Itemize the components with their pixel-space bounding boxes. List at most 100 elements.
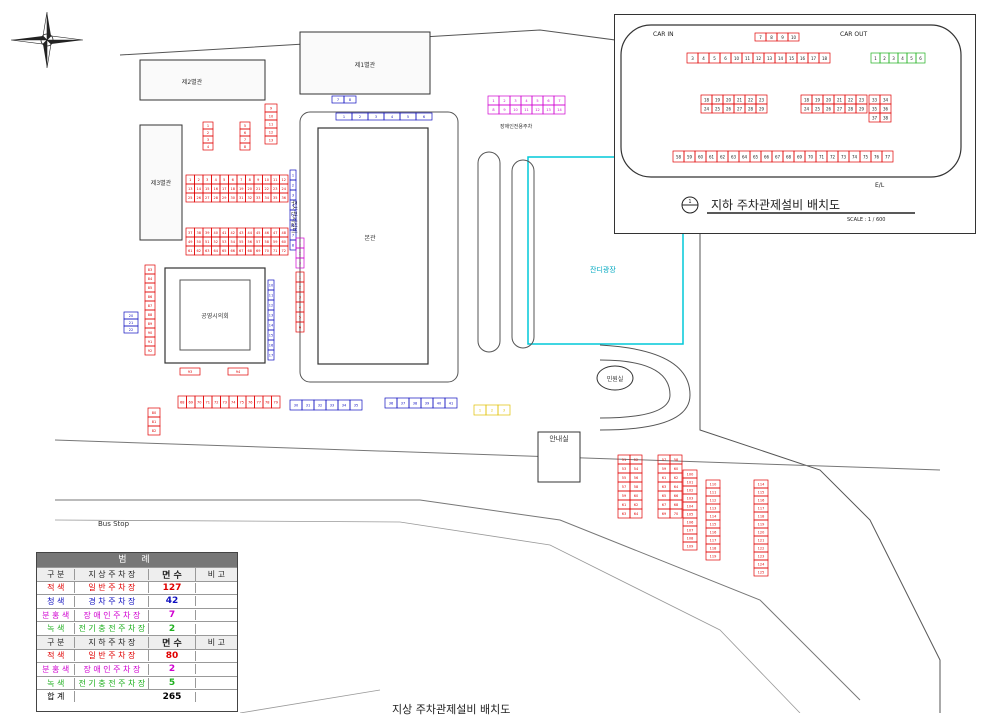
parking-space-general: 58 (262, 236, 272, 247)
inset-space-general: 64 (738, 150, 751, 163)
small-building (164, 267, 266, 364)
svg-text:124: 124 (758, 563, 765, 567)
parking-space-general: 104 (682, 501, 698, 511)
parking-space-compact: 8 (289, 239, 297, 251)
parking-space-compact: 16 (267, 339, 275, 351)
parking-space-general: 117 (705, 535, 721, 545)
inset-space-general: 8 (765, 32, 778, 42)
svg-text:26: 26 (826, 107, 832, 112)
svg-text:42: 42 (231, 231, 235, 235)
inset-space-general: 11 (741, 52, 754, 64)
svg-text:55: 55 (622, 476, 626, 480)
road-edge (54, 439, 941, 471)
svg-text:66: 66 (674, 494, 678, 498)
svg-text:116: 116 (710, 531, 717, 535)
parking-space-general: 123 (753, 551, 769, 561)
svg-text:64: 64 (742, 155, 748, 160)
svg-text:47: 47 (273, 231, 277, 235)
parking-space-general: 24 (279, 183, 289, 194)
svg-text:54: 54 (231, 240, 236, 244)
svg-text:38: 38 (413, 402, 417, 406)
main-building-label: 본관 (364, 234, 376, 242)
inset-space-general: 22 (744, 94, 757, 105)
svg-text:11: 11 (273, 178, 277, 182)
svg-text:38: 38 (197, 231, 201, 235)
svg-text:52: 52 (634, 458, 638, 462)
inset-space-general: 7 (754, 32, 767, 42)
svg-text:103: 103 (687, 497, 694, 501)
svg-text:4: 4 (207, 145, 210, 149)
svg-text:58: 58 (634, 485, 638, 489)
underground-outline (620, 24, 962, 178)
parking-space-compact: 10 (267, 279, 275, 291)
inset-space-general: 13 (763, 52, 776, 64)
svg-text:15: 15 (789, 56, 795, 61)
inset-space-general: 68 (782, 150, 795, 163)
svg-text:66: 66 (231, 249, 235, 253)
svg-text:68: 68 (248, 249, 252, 253)
inset-space-general: 26 (822, 103, 835, 114)
parking-space-general: 19 (236, 183, 246, 194)
svg-text:1: 1 (492, 99, 494, 103)
svg-text:77: 77 (257, 401, 261, 405)
svg-text:35: 35 (354, 404, 358, 408)
svg-text:110: 110 (710, 483, 717, 487)
parking-space-compact: 3 (289, 189, 297, 201)
inset-space-general: 35 (868, 103, 881, 114)
inset-space-general: 9 (776, 32, 789, 42)
svg-text:35: 35 (273, 196, 277, 200)
inset-space-general: 22 (844, 94, 857, 105)
parking-space-general: 90 (144, 327, 156, 338)
svg-text:4: 4 (292, 204, 295, 208)
parking-space-general: 68 (245, 245, 255, 256)
parking-space-general: 60 (669, 463, 683, 474)
svg-text:68: 68 (180, 401, 184, 405)
inset-space-general: 5 (708, 52, 721, 64)
svg-text:92: 92 (148, 349, 152, 353)
inset-space-general: 10 (730, 52, 743, 64)
inset-space-general: 72 (826, 150, 839, 163)
parking-space-general: 34 (262, 192, 272, 203)
parking-space-general: 113 (705, 503, 721, 513)
parking-space-compact: 31 (301, 399, 315, 411)
svg-text:58: 58 (265, 240, 269, 244)
parking-space-general: 3 (202, 174, 212, 185)
svg-text:8: 8 (349, 98, 351, 102)
parking-space-general: 62 (194, 245, 204, 256)
svg-text:75: 75 (863, 155, 869, 160)
parking-space-general: 70 (669, 508, 683, 519)
parking-space-general: 65 (219, 245, 229, 256)
svg-text:14: 14 (778, 56, 784, 61)
parking-space-compact: 22 (123, 325, 139, 334)
svg-text:112: 112 (710, 499, 717, 503)
inset-space-general: 10 (787, 32, 800, 42)
legend-total-row: 합 계 265 (37, 689, 237, 703)
parking-space-general: 118 (705, 543, 721, 553)
svg-text:2: 2 (883, 56, 886, 61)
svg-text:19: 19 (239, 187, 243, 191)
parking-space-general: 49 (185, 236, 195, 247)
svg-text:4: 4 (525, 99, 528, 103)
svg-text:46: 46 (265, 231, 269, 235)
parking-space-general: 11 (270, 174, 280, 185)
inset-space-general: 37 (868, 112, 881, 123)
parking-space-general: 39 (202, 227, 212, 238)
svg-text:3: 3 (691, 56, 694, 61)
svg-text:28: 28 (748, 107, 754, 112)
parking-space-compact: 2 (351, 112, 369, 121)
parking-space-general: 21 (253, 183, 263, 194)
inset-space-general: 62 (716, 150, 729, 163)
parking-space-general: 11 (264, 119, 278, 129)
svg-text:1: 1 (479, 409, 481, 413)
parking-space-compact: 21 (123, 318, 139, 327)
svg-text:7: 7 (759, 35, 762, 40)
parking-space-general: 94 (227, 367, 249, 376)
svg-text:2: 2 (359, 115, 361, 119)
road-edge (239, 689, 381, 713)
svg-text:44: 44 (248, 231, 253, 235)
svg-text:72: 72 (282, 249, 286, 253)
svg-text:80: 80 (152, 411, 156, 415)
inset-space-general: 18 (700, 94, 713, 105)
